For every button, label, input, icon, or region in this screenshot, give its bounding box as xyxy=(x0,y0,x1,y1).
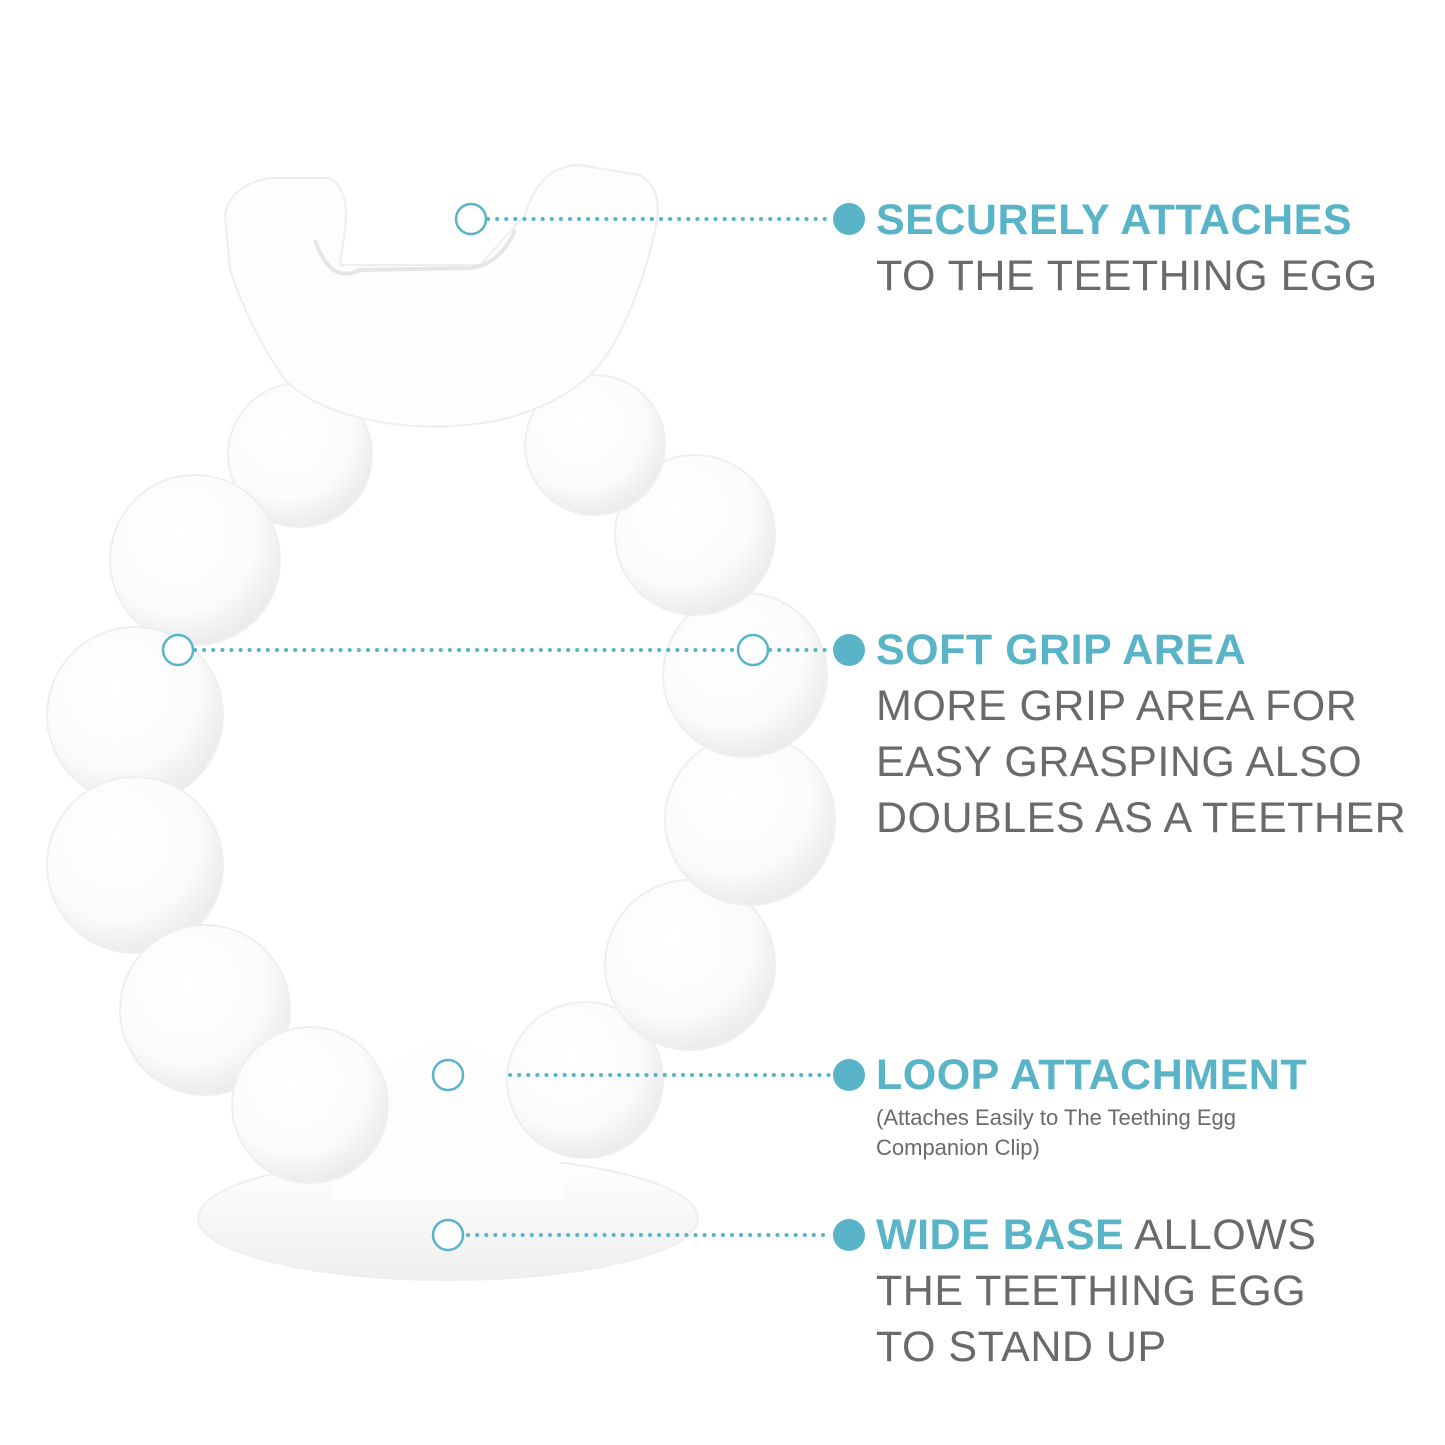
callout-heading: WIDE BASE xyxy=(876,1211,1125,1259)
bead-ring xyxy=(46,374,836,1184)
callout-note: Companion Clip) xyxy=(876,1135,1040,1160)
callout-loop-attachment: LOOP ATTACHMENT (Attaches Easily to The … xyxy=(876,1047,1307,1163)
callout-soft-grip-area: SOFT GRIP AREA MORE GRIP AREA FOR EASY G… xyxy=(876,622,1406,846)
callout-line: MORE GRIP AREA FOR xyxy=(876,682,1358,730)
marker-base-icon xyxy=(431,1218,465,1252)
bullet-dot-icon xyxy=(833,1059,865,1091)
callout-heading: SECURELY ATTACHES xyxy=(876,196,1352,244)
bullet-dot-icon xyxy=(833,634,865,666)
marker-grip-right-icon xyxy=(736,633,770,667)
marker-loop-icon xyxy=(431,1058,465,1092)
marker-grip-left-icon xyxy=(161,633,195,667)
callout-line: EASY GRASPING ALSO xyxy=(876,738,1363,786)
bullet-dot-icon xyxy=(833,1219,865,1251)
top-clip xyxy=(223,163,659,428)
callout-line: THE TEETHING EGG xyxy=(876,1267,1307,1315)
callout-line: DOUBLES AS A TEETHER xyxy=(876,794,1407,842)
callout-note: (Attaches Easily to The Teething Egg xyxy=(876,1105,1236,1130)
callout-line: TO THE TEETHING EGG xyxy=(876,252,1378,300)
callout-line: TO STAND UP xyxy=(876,1323,1167,1371)
bullet-dot-icon xyxy=(833,203,865,235)
callout-securely-attaches: SECURELY ATTACHES TO THE TEETHING EGG xyxy=(876,192,1378,304)
clip-slot xyxy=(313,229,517,276)
callout-wide-base: WIDE BASE ALLOWS THE TEETHING EGG TO STA… xyxy=(876,1207,1316,1375)
connector-lines xyxy=(193,217,832,1237)
callout-heading: LOOP ATTACHMENT xyxy=(876,1051,1308,1099)
marker-clip-icon xyxy=(454,202,488,236)
callout-heading: SOFT GRIP AREA xyxy=(876,626,1247,674)
callout-heading-suffix: ALLOWS xyxy=(1124,1211,1317,1259)
